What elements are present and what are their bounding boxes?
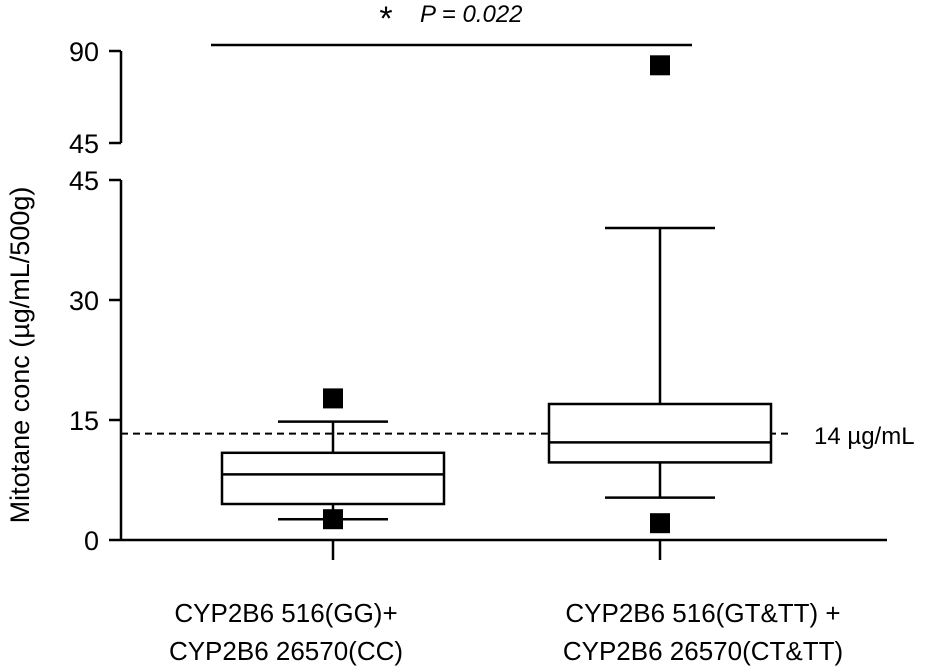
y-tick-upper-45-label: 45 xyxy=(69,129,99,159)
outlier-point-1 xyxy=(323,388,343,409)
category-label-1-line-2: CYP2B6 26570(CC) xyxy=(169,636,403,666)
y-tick-lower-15-label: 15 xyxy=(69,406,99,436)
iqr-box xyxy=(220,451,446,506)
y-tick-upper-90-label: 90 xyxy=(69,37,99,67)
y-tick-lower-45-label: 45 xyxy=(69,166,99,196)
plot-marks xyxy=(121,43,790,534)
category-label-2-line-1: CYP2B6 516(GT&TT) + xyxy=(565,598,840,628)
outlier-point-2 xyxy=(323,509,343,530)
category-label-2-line-2: CYP2B6 26570(CT&TT) xyxy=(563,636,843,666)
y-axis-label: Mitotane conc (µg/mL/500g) xyxy=(5,187,35,524)
y-tick-lower-30-label: 30 xyxy=(69,286,99,316)
y-tick-lower-0-label: 0 xyxy=(84,526,99,556)
box-group-1 xyxy=(220,388,446,530)
p-value-label: P = 0.022 xyxy=(420,1,523,28)
iqr-box xyxy=(547,402,773,464)
significance-star: * xyxy=(379,0,392,38)
reference-line-label: 14 µg/mL xyxy=(814,423,915,450)
category-label-1-line-1: CYP2B6 516(GG)+ xyxy=(174,598,397,628)
box-group-2 xyxy=(547,55,773,534)
axes: 0 15 30 45 45 90 xyxy=(69,37,887,560)
outlier-point-1 xyxy=(650,55,670,76)
outlier-point-2 xyxy=(650,513,670,534)
